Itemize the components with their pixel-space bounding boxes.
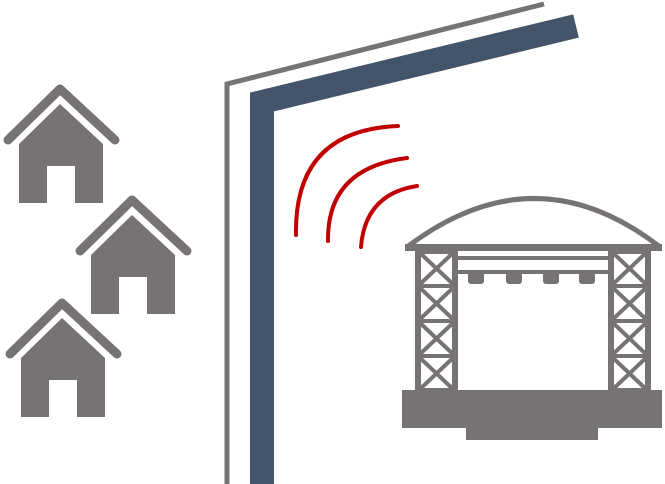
stage-light <box>543 272 559 284</box>
outer-wall-line <box>224 1 545 484</box>
house-icon <box>5 298 122 417</box>
stage-left-tower <box>415 248 458 394</box>
noise-barrier-wall <box>250 14 579 484</box>
house-icon <box>3 84 120 203</box>
stage-roof <box>405 196 662 249</box>
stage-light <box>579 272 595 284</box>
sound-wave-icon <box>293 124 419 249</box>
sound-wave-arc <box>293 124 400 237</box>
sound-wave-arc <box>359 184 419 249</box>
stage-lights <box>468 272 595 284</box>
house-icon <box>75 195 192 314</box>
stage-platform <box>402 390 662 428</box>
stage-light <box>468 272 484 284</box>
sound-wave-arc <box>325 156 409 243</box>
stage-light <box>506 272 522 284</box>
stage-right-tower <box>608 248 651 394</box>
concert-stage-icon <box>402 196 662 440</box>
houses-group <box>3 84 192 417</box>
stage-roof-beam <box>405 244 662 251</box>
stage-top-truss <box>455 256 611 260</box>
stage-base <box>466 426 598 440</box>
